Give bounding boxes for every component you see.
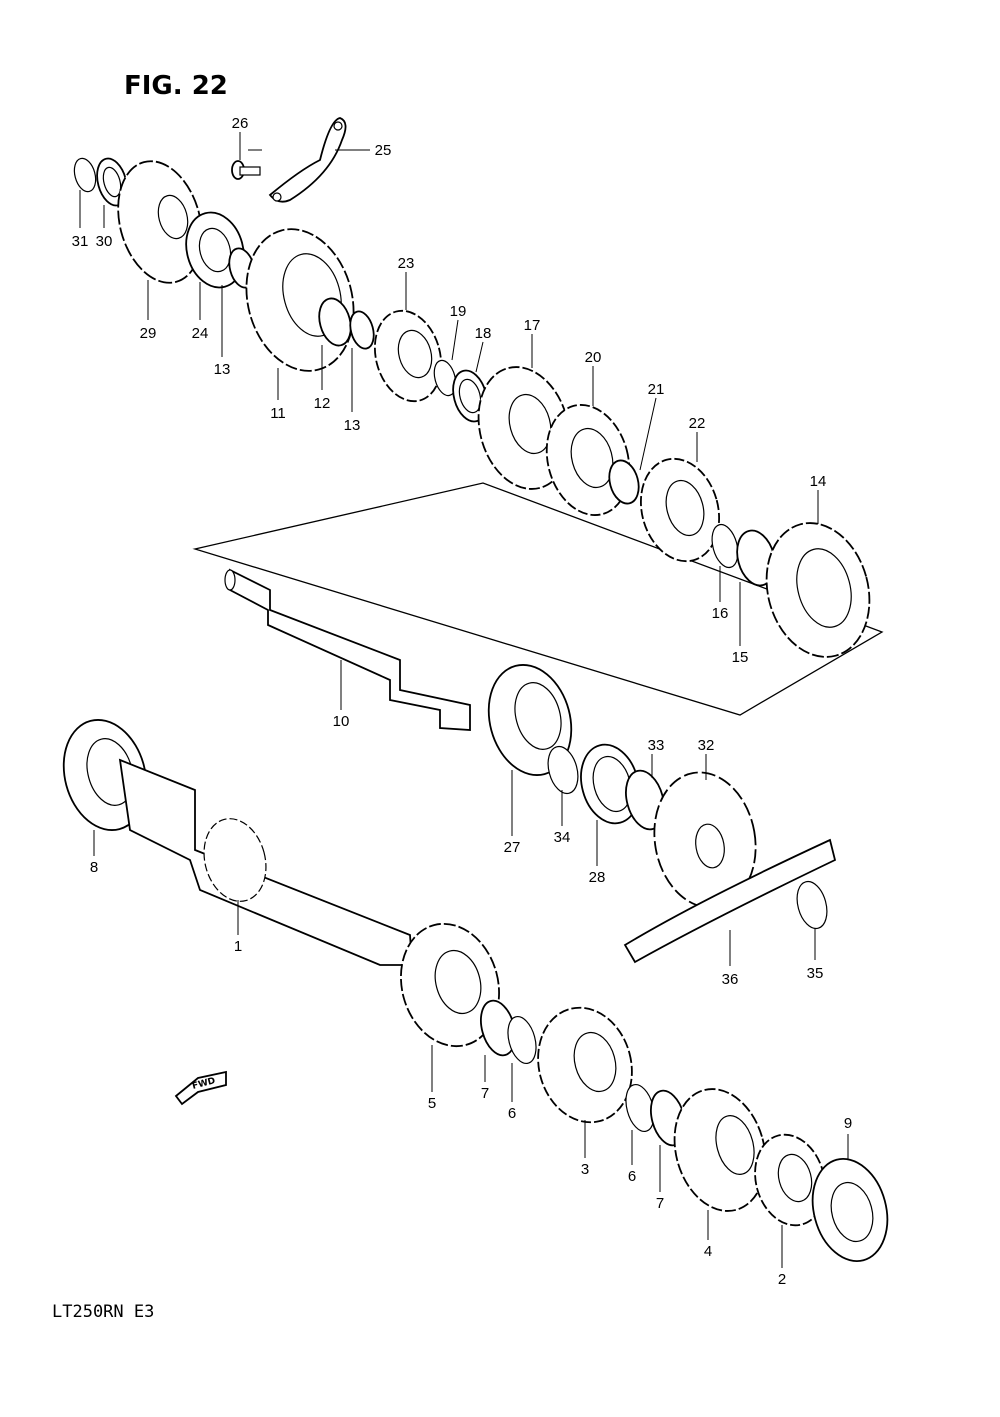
part-9-bearing xyxy=(811,1158,889,1262)
callout-30: 30 xyxy=(96,233,113,250)
callout-9: 9 xyxy=(844,1115,852,1132)
callout-27: 27 xyxy=(504,839,521,856)
part-5-gear xyxy=(400,922,500,1048)
part-36-chain xyxy=(623,838,837,964)
callout-23: 23 xyxy=(398,255,415,272)
callout-33: 33 xyxy=(648,737,665,754)
callout-32: 32 xyxy=(698,737,715,754)
callout-24: 24 xyxy=(192,325,209,342)
part-6-circlip-a xyxy=(507,1015,537,1065)
callout-3: 3 xyxy=(581,1161,589,1178)
callout-25: 25 xyxy=(375,142,392,159)
callout-17: 17 xyxy=(524,317,541,334)
part-34-circlip xyxy=(547,745,579,795)
model-code: LT250RN E3 xyxy=(52,1302,154,1322)
callout-5: 5 xyxy=(428,1095,436,1112)
callout-29: 29 xyxy=(140,325,157,342)
callout-21: 21 xyxy=(648,381,665,398)
callout-15: 15 xyxy=(732,649,749,666)
leader-lines xyxy=(79,132,849,1268)
callout-35: 35 xyxy=(807,965,824,982)
part-1-driveshaft xyxy=(118,758,413,966)
callout-14: 14 xyxy=(810,473,827,490)
part-26-bolt xyxy=(231,160,261,180)
part-13-washer-b xyxy=(349,310,375,350)
callout-8: 8 xyxy=(90,859,98,876)
part-16-circlip xyxy=(711,523,739,569)
callout-6-right: 6 xyxy=(628,1168,636,1185)
part-28-oil-seal xyxy=(580,743,640,825)
callout-1: 1 xyxy=(234,938,242,955)
part-22-gear xyxy=(640,457,720,563)
callout-labels: 31 30 29 24 13 11 12 13 23 19 18 17 20 2… xyxy=(72,115,853,1288)
part-25-stopper xyxy=(268,117,347,203)
part-29-gear xyxy=(117,160,203,284)
figure-title: FIG. 22 xyxy=(124,71,228,101)
countershaft-group-outline xyxy=(192,482,884,716)
part-2-gear xyxy=(754,1133,826,1227)
callout-20: 20 xyxy=(585,349,602,366)
callout-28: 28 xyxy=(589,869,606,886)
callout-31: 31 xyxy=(72,233,89,250)
callout-22: 22 xyxy=(689,415,706,432)
callout-10: 10 xyxy=(333,713,350,730)
callout-7-right: 7 xyxy=(656,1195,664,1212)
callout-26: 26 xyxy=(232,115,249,132)
part-10-countershaft xyxy=(224,568,471,731)
part-35-circlip xyxy=(796,880,828,930)
part-14-gear xyxy=(765,522,871,658)
part-33-spacer xyxy=(625,769,665,831)
part-11-gear xyxy=(245,228,355,372)
part-31-circlip xyxy=(73,157,97,193)
callout-4: 4 xyxy=(704,1243,712,1260)
part-23-gear xyxy=(373,309,443,403)
callout-11: 11 xyxy=(270,405,286,422)
callout-16: 16 xyxy=(712,605,729,622)
callout-12: 12 xyxy=(314,395,331,412)
part-19-circlip xyxy=(433,359,457,397)
part-3-gear xyxy=(537,1006,633,1124)
part-12-needle-bearing xyxy=(318,297,352,347)
part-20-gear xyxy=(545,404,631,516)
callout-36: 36 xyxy=(722,971,739,988)
callout-34: 34 xyxy=(554,829,571,846)
part-21-washer xyxy=(608,459,640,505)
part-27-bearing xyxy=(487,664,573,776)
callout-2: 2 xyxy=(778,1271,786,1288)
callout-7-left: 7 xyxy=(481,1085,489,1102)
callout-18: 18 xyxy=(475,325,492,342)
callout-19: 19 xyxy=(450,303,467,320)
callout-6-left: 6 xyxy=(508,1105,516,1122)
callout-13-upper: 13 xyxy=(214,361,231,378)
part-4-gear xyxy=(673,1088,767,1212)
callout-13-lower: 13 xyxy=(344,417,361,434)
fwd-arrow-icon: FWD xyxy=(174,1070,227,1106)
